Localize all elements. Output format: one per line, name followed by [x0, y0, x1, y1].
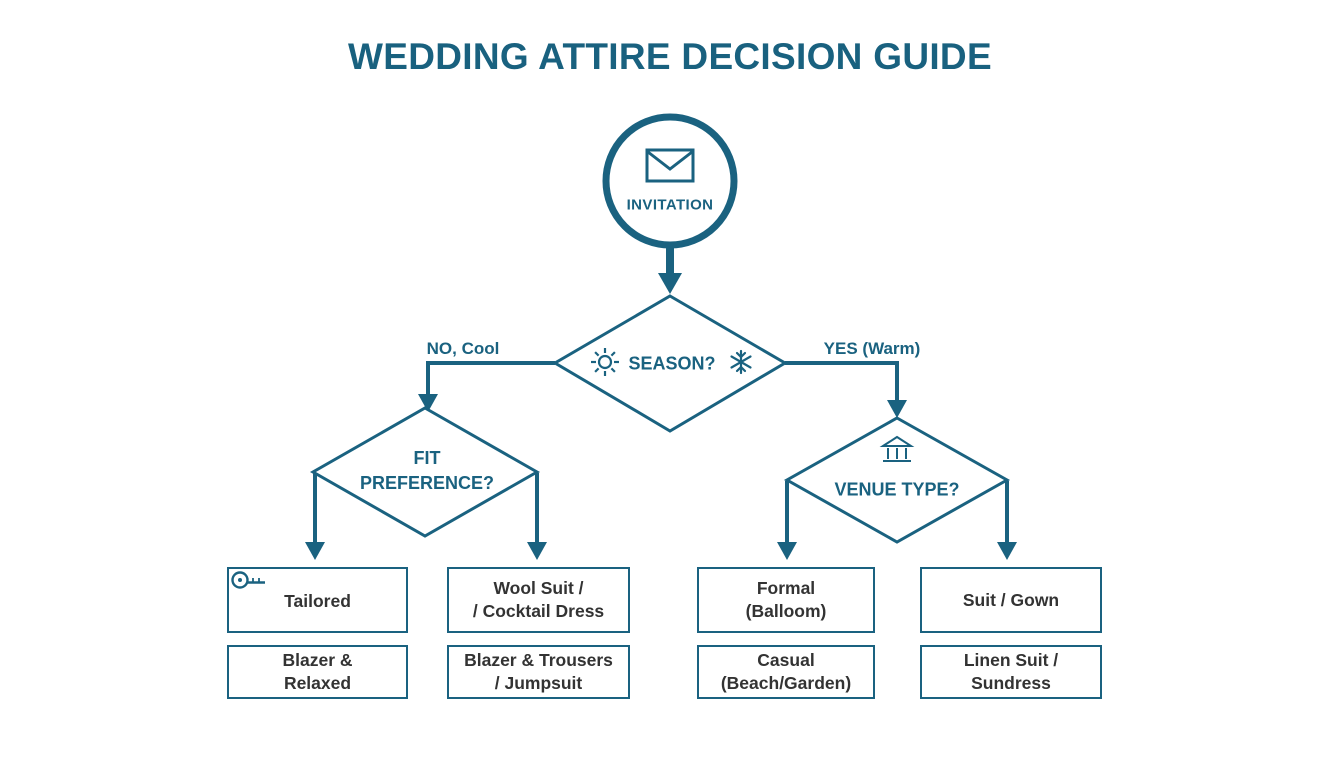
outcome-label: Tailored — [284, 590, 351, 611]
arrow-fit-to-tailored — [305, 473, 325, 560]
edge-label-yes-warm: YES (Warm) — [823, 339, 921, 358]
fit-preference-label-line1: FIT — [413, 448, 441, 468]
connector-yes-warm — [785, 361, 907, 418]
sun-icon — [591, 348, 619, 376]
envelope-icon — [645, 148, 695, 183]
outcome-box-blazer-relaxed: Blazer & Relaxed — [227, 645, 408, 699]
edge-label-no-cool: NO, Cool — [426, 339, 500, 358]
outcome-label-line1: Wool Suit / — [493, 578, 584, 598]
season-decision-label: SEASON? — [628, 353, 716, 374]
outcome-label: Suit / Gown — [962, 589, 1060, 610]
outcome-box-blazer-trousers: Blazer & Trousers / Jumpsuit — [447, 645, 630, 699]
outcome-box-suit-gown: Suit / Gown — [920, 567, 1102, 633]
fit-preference-diamond-shape — [309, 406, 541, 538]
season-diamond-shape — [552, 294, 788, 433]
outcome-label-line2: Relaxed — [283, 673, 352, 693]
invitation-label: INVITATION — [626, 196, 714, 214]
outcome-box-casual: Casual (Beach/Garden) — [697, 645, 875, 699]
arrow-invitation-to-season — [658, 248, 682, 294]
outcome-label-line2: / Jumpsuit — [494, 673, 583, 693]
outcome-label-line1: Casual — [757, 650, 815, 670]
arrow-venue-to-formal — [777, 481, 797, 560]
fit-preference-label: FIT PREFERENCE? — [360, 446, 494, 496]
outcome-box-linen-sundress: Linen Suit / Sundress — [920, 645, 1102, 699]
arrow-fit-to-wool — [527, 473, 547, 560]
outcome-box-formal: Formal (Balloom) — [697, 567, 875, 633]
outcome-label-line1: Formal — [756, 578, 816, 598]
outcome-box-wool-suit: Wool Suit / / Cocktail Dress — [447, 567, 630, 633]
outcome-box-tailored: Tailored — [227, 567, 408, 633]
outcome-label-line2: (Beach/Garden) — [720, 673, 852, 693]
outcome-label-line2: / Cocktail Dress — [472, 601, 605, 621]
venue-type-label: VENUE TYPE? — [834, 479, 960, 500]
outcome-label-line2: Sundress — [971, 673, 1051, 693]
snowflake-icon — [730, 349, 752, 375]
outcome-label-line1: Blazer & — [282, 650, 353, 670]
connector-no-cool — [418, 361, 555, 412]
venue-type-diamond-shape — [783, 416, 1011, 544]
page-title: WEDDING ATTIRE DECISION GUIDE — [348, 36, 992, 77]
fit-preference-label-line2: PREFERENCE? — [359, 473, 495, 493]
arrow-venue-to-suit — [997, 481, 1017, 560]
outcome-label-line1: Blazer & Trousers — [464, 650, 613, 670]
bank-icon — [879, 435, 915, 462]
outcome-label-line1: Linen Suit / — [963, 650, 1059, 670]
outcome-label-line2: (Balloom) — [745, 601, 827, 621]
